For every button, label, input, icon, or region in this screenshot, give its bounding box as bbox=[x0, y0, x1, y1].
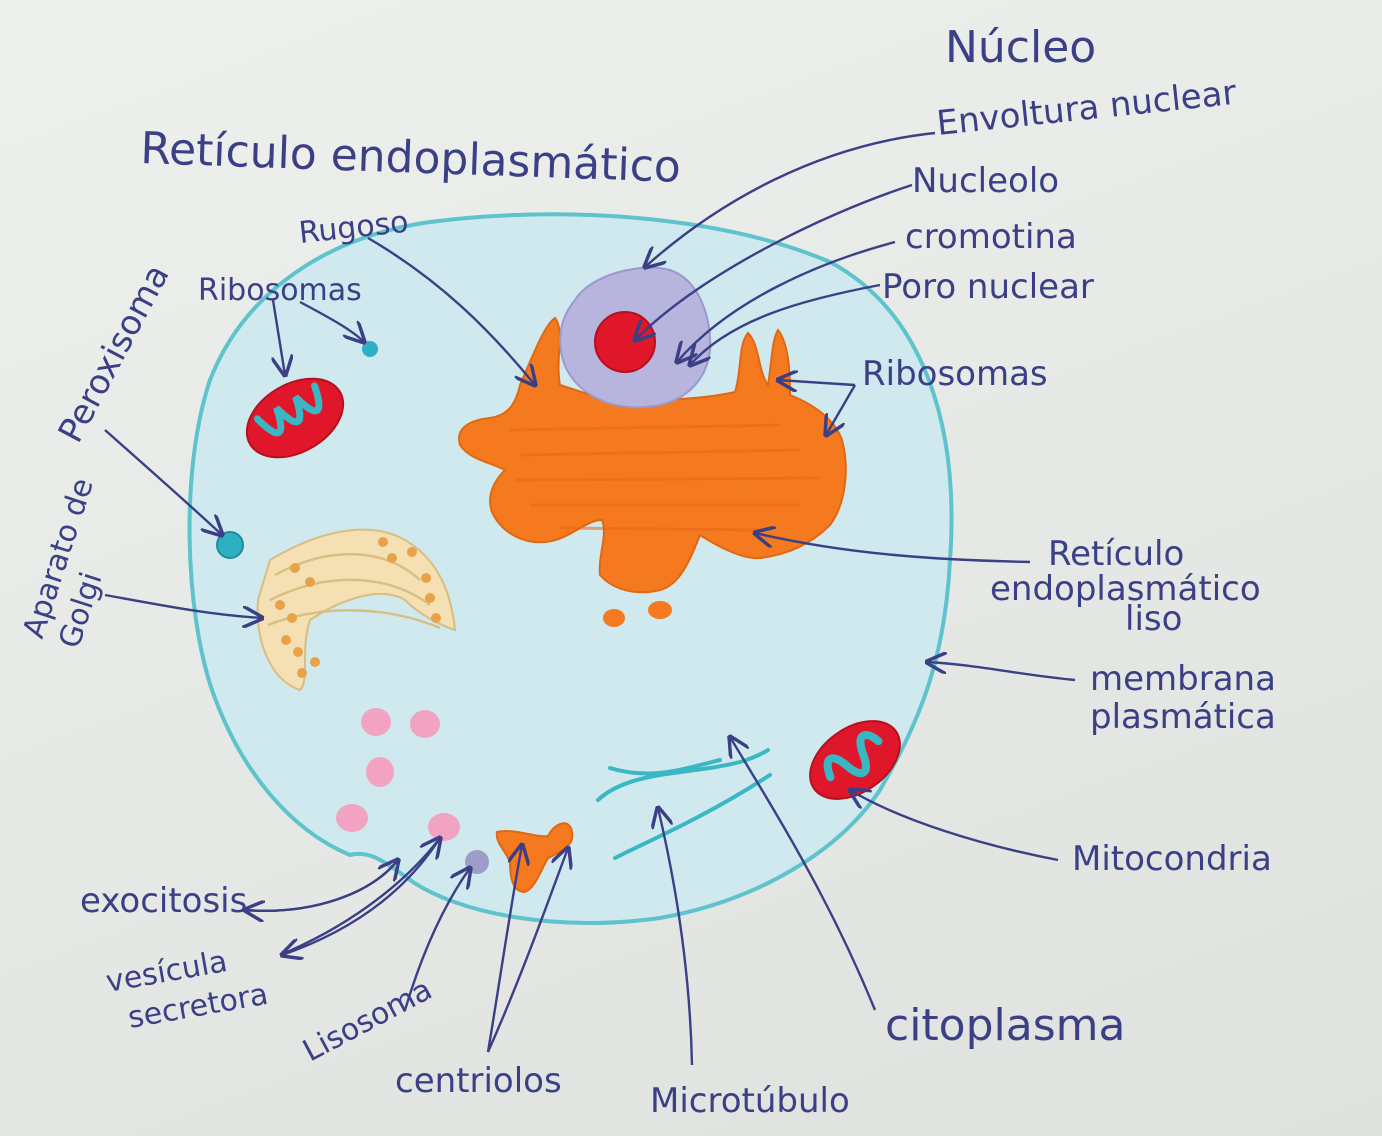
vesicle bbox=[361, 708, 391, 736]
label-membrana-1: membrana bbox=[1090, 659, 1276, 699]
label-nucleo: Núcleo bbox=[945, 22, 1096, 73]
label-peroxisoma: Peroxisoma bbox=[51, 258, 178, 449]
label-ribosomas-right: Ribosomas bbox=[862, 354, 1048, 394]
label-cromatina: cromotina bbox=[905, 217, 1077, 257]
label-envoltura-nuclear: Envoltura nuclear bbox=[935, 73, 1238, 144]
label-reticulo-liso-1: Retículo bbox=[1048, 534, 1184, 574]
vesicle bbox=[428, 813, 460, 841]
label-centriolos: centriolos bbox=[395, 1061, 562, 1101]
peroxisome-shape bbox=[217, 532, 243, 558]
label-microtubulo: Microtúbulo bbox=[650, 1081, 850, 1121]
er-droplet bbox=[648, 601, 672, 619]
ribosome-free bbox=[362, 341, 378, 357]
label-citoplasma: citoplasma bbox=[885, 1000, 1125, 1051]
label-exocitosis: exocitosis bbox=[80, 881, 247, 921]
vesicle bbox=[336, 804, 368, 832]
er-droplet bbox=[603, 609, 625, 627]
label-reticulo-liso-3: liso bbox=[1125, 599, 1182, 639]
label-lisosoma: Lisosoma bbox=[297, 972, 438, 1069]
label-poro-nuclear: Poro nuclear bbox=[882, 267, 1094, 307]
label-ribosomas-top: Ribosomas bbox=[198, 273, 362, 308]
nucleolus-shape bbox=[595, 312, 655, 372]
vesicle bbox=[410, 710, 440, 738]
label-reticulo-endoplasmatico: Retículo endoplasmático bbox=[140, 123, 682, 193]
label-nucleolo: Nucleolo bbox=[912, 161, 1059, 201]
vesicle bbox=[366, 757, 394, 787]
label-mitocondria: Mitocondria bbox=[1072, 839, 1272, 879]
label-membrana-2: plasmática bbox=[1090, 697, 1276, 737]
